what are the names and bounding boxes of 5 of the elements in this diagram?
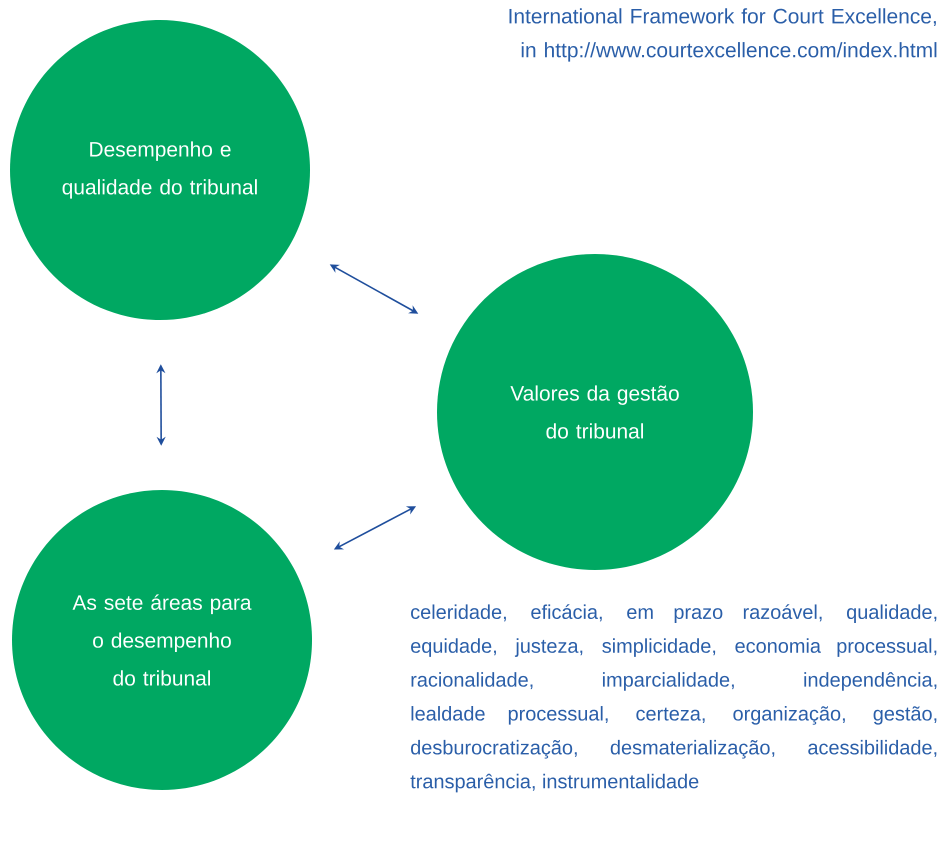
values-paragraph: celeridade, eficácia, em prazo razoável, qualidade, equidade, justeza, simplicidade, economia processual, racionalidade, imparcialidade, independência, lealdade processual, certeza, organização, gestão, desburocratização, desmaterialização, acessibilidade, transparência, instrumentalidade <box>410 604 936 792</box>
circle-node: Desempenho e qualidade do tribunal <box>10 20 310 320</box>
circle-node: Valores da gestão do tribunal <box>437 254 753 570</box>
source-citation: International Framework for Court Excellence, in http://www.courtexcellence.com/index.html <box>510 8 936 62</box>
circle-node: As sete áreas para o desempenho do tribunal <box>12 490 312 790</box>
